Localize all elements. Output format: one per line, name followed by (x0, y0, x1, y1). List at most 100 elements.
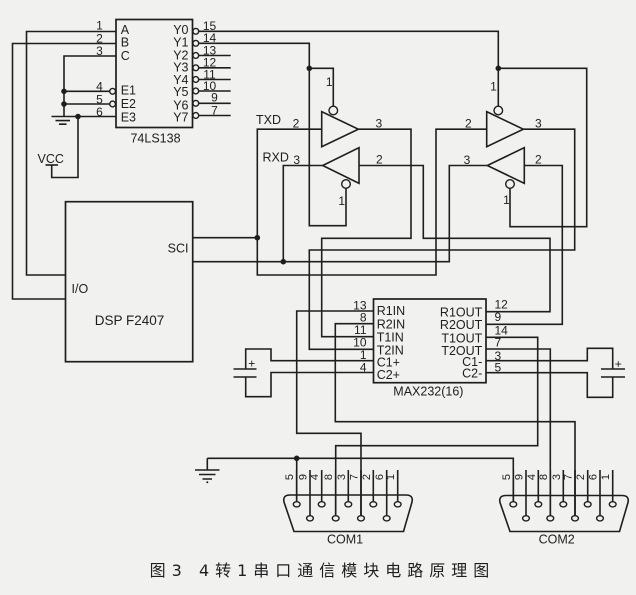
connector-com2: 5 9 4 8 3 7 2 6 1 COM2 (498, 470, 630, 546)
rx-buffer-2 (485, 146, 526, 185)
rx-buffer-2-enable-bubble (505, 178, 516, 189)
db9-pin-label: 7 (349, 474, 361, 480)
wire-r1in-to-com1 (295, 310, 374, 516)
tx-buffer-2-in-pin: 2 (465, 116, 472, 130)
decoder-input-label-e2: E2 (121, 97, 136, 111)
connector-label-com1: COM1 (327, 532, 363, 546)
db9-pin-label: 8 (323, 474, 335, 480)
db9-pin (292, 500, 301, 508)
max232-pin-number: 14 (495, 323, 509, 337)
db9-pin (356, 515, 366, 522)
rx-buffer-2-in-pin: 2 (535, 152, 542, 166)
decoder-pin-number: 12 (203, 56, 217, 70)
decoder-output-label-y3: Y3 (173, 61, 188, 75)
rx-buffer-2-enable-pin: 1 (503, 193, 510, 207)
capacitor-right: + (486, 347, 625, 399)
ground-icon (195, 469, 220, 480)
db9-pin-label: 5 (501, 474, 513, 480)
wire-t1out-to-com1 (334, 336, 539, 516)
db9-pin-label: 5 (284, 474, 296, 480)
max232-pin-number: 7 (495, 336, 502, 350)
db9-pin (369, 500, 378, 508)
max232-body (372, 298, 487, 384)
db9-pin-label: 6 (374, 474, 386, 480)
db9-pin (393, 500, 402, 508)
max232-pin-label-c2m: C2- (462, 367, 482, 381)
signal-wiring (192, 30, 588, 516)
db9-pin (559, 500, 568, 508)
max232-pin-label-c1p: C1+ (377, 356, 400, 370)
db9-pin-label: 7 (563, 474, 575, 480)
decoder-body (115, 18, 194, 129)
decoder-pin-number: 9 (211, 91, 218, 105)
max232-part-label: MAX232(16) (393, 385, 463, 399)
db9-pin-label: 4 (526, 474, 538, 480)
wire-y1-enable-channel-1 (198, 42, 347, 227)
junction-dot (306, 65, 313, 72)
decoder-pin-number: 13 (203, 43, 217, 57)
wire-a-to-dsp-io (25, 30, 116, 276)
wire-t2out-to-com2 (486, 348, 552, 516)
db9-pin-leads (512, 470, 614, 516)
wire-r2in-to-com2 (334, 322, 576, 516)
decoder-pin-number: 10 (203, 79, 217, 93)
dsp-sci-port-label: SCI (168, 242, 189, 256)
inversion-bubble-y3 (192, 64, 200, 72)
db9-pin (305, 515, 315, 522)
inversion-bubble-y0 (192, 27, 200, 35)
max232-pin-label-r1in: R1IN (377, 304, 405, 318)
inversion-bubble-y2 (192, 51, 200, 60)
decoder-input-label-a: A (121, 23, 130, 37)
tx-buffer-1-enable-bubble (328, 105, 339, 116)
decoder-output-label-y5: Y5 (173, 85, 188, 99)
wire-c-to-ground (63, 55, 116, 117)
max232-pin-number: 9 (495, 310, 502, 324)
wire-y0-enable-channel-2 (198, 30, 500, 107)
db9-pin-label: 2 (575, 474, 587, 480)
decoder-pin-number: 2 (96, 32, 103, 46)
decoder-input-label-c: C (121, 49, 130, 63)
ground-icon (55, 119, 70, 125)
max232-pin-number: 11 (354, 323, 367, 337)
decoder-pin-number: 6 (96, 105, 103, 119)
tx-buffer-1-enable-pin: 1 (326, 75, 333, 89)
db9-shell (282, 494, 414, 533)
db9-pin-label: 3 (551, 474, 563, 480)
inversion-bubble-y1 (192, 39, 200, 47)
rxd-signal-label: RXD (263, 151, 289, 165)
junction-dot (61, 88, 67, 95)
db9-pin (583, 500, 592, 508)
decoder-pin-number: 5 (96, 92, 103, 106)
db9-pin-label: 8 (538, 474, 550, 480)
dsp-part-label: DSP F2407 (95, 313, 165, 328)
db9-shell (498, 494, 630, 533)
max232-pin-number: 12 (495, 297, 509, 311)
tx-buffer-2-enable-pin: 1 (490, 80, 497, 94)
db9-pin-label: 3 (336, 474, 348, 480)
wire-rxd-buffer-1 (282, 164, 323, 262)
decoder-pin-number: 14 (203, 31, 217, 45)
decoder-input-label-e1: E1 (121, 84, 136, 98)
db9-pin (521, 515, 531, 522)
tx-buffer-2-enable-bubble (493, 105, 504, 116)
db9-pin-label: 9 (514, 474, 526, 480)
rx-buffer-1-enable-pin: 1 (338, 194, 345, 208)
rx-buffer-1-in-pin: 2 (376, 152, 383, 166)
db9-pin (546, 515, 555, 522)
rx-buffer-1 (320, 146, 360, 185)
dsp-io-port-label: I/O (72, 282, 89, 296)
dsp-body (64, 200, 194, 363)
junction-dot (75, 113, 81, 120)
decoder-input-label-e3: E3 (121, 111, 136, 125)
wire-c1p (244, 348, 374, 369)
max232-pin-label-c1m: C1- (462, 355, 482, 369)
tx-buffer-1 (320, 110, 361, 148)
capacitor-polarity: + (248, 357, 255, 371)
wire-e3-to-vcc (50, 116, 79, 179)
junction-dot (495, 65, 502, 72)
wire-c2p (244, 371, 374, 398)
db9-pin (344, 500, 353, 508)
rx-buffer-1-enable-bubble (341, 178, 352, 189)
max232-pin-label-t1out: T1OUT (441, 332, 482, 346)
max232-pin-number: 8 (360, 311, 367, 325)
